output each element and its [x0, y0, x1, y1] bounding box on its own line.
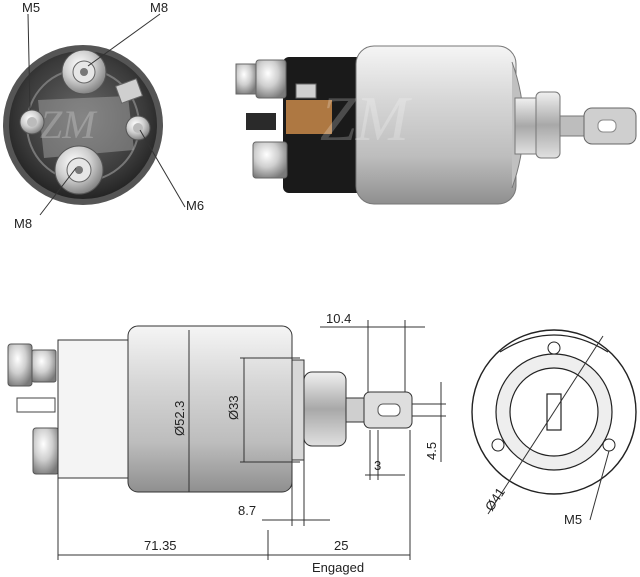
drawing-stud-bottom — [32, 427, 60, 475]
copper-terminal — [286, 100, 332, 134]
end-hole-right — [602, 438, 616, 452]
dim-slot-width: 4.5 — [424, 442, 439, 460]
plunger-neck — [559, 115, 585, 137]
plunger-collar — [514, 97, 540, 155]
logo-watermark-side: ZM — [320, 83, 413, 154]
drawing-plunger-neck — [345, 397, 365, 423]
label-m6: M6 — [186, 198, 204, 213]
m5-terminal — [19, 109, 45, 135]
stud-bottom — [252, 141, 288, 179]
dim-engaged-caption: Engaged — [312, 560, 364, 575]
drawing-cap — [57, 339, 129, 479]
side-drawing: 10.4 Ø52.3 Ø33 4.5 3 8.7 71.35 25 Engage… — [7, 311, 446, 575]
dim-engaged-length: 25 — [334, 538, 348, 553]
m8-terminal-bottom — [54, 145, 104, 195]
dim-line-41 — [487, 335, 604, 515]
m6-terminal — [125, 115, 151, 141]
leader-m8-bottom — [39, 167, 77, 216]
logo-watermark: ZM — [40, 102, 98, 147]
leader-m6 — [139, 129, 186, 208]
dim-flange-offset: 8.7 — [238, 503, 256, 518]
drawing-flange — [291, 359, 305, 461]
drawing-body — [127, 325, 293, 493]
dim-body-length: 71.35 — [144, 538, 177, 553]
terminal-bracket — [38, 96, 134, 158]
small-screw — [295, 83, 317, 99]
stud-top — [235, 59, 287, 99]
label-m8-bottom: M8 — [14, 216, 32, 231]
label-m8-top: M8 — [150, 0, 168, 15]
end-view-photo: ZM M5 M8 M8 M6 — [3, 0, 204, 231]
label-m5: M5 — [22, 0, 40, 15]
leader-m8-top — [87, 13, 161, 67]
end-hole-left — [491, 438, 505, 452]
leader-m5 — [27, 13, 31, 111]
spade-connector — [246, 113, 276, 130]
dim-thread: M5 — [564, 512, 582, 527]
dim-tab-thickness: 3 — [374, 458, 381, 473]
spade-terminal — [114, 78, 144, 104]
drawing-plunger-slot — [377, 403, 401, 417]
m8-terminal-top — [61, 49, 107, 95]
drawing-stud-top-nut — [7, 343, 33, 387]
drawing-stud-top-washer — [31, 349, 57, 383]
plunger-head — [535, 91, 561, 159]
plunger-slot — [597, 119, 617, 133]
end-hole-top — [547, 341, 561, 355]
drawing-plunger-head — [303, 371, 347, 447]
end-drawing: Ø41 M5 — [471, 329, 637, 527]
dim-plunger-diameter: Ø33 — [226, 395, 241, 420]
side-view-photo: ZM — [235, 45, 637, 205]
dim-body-diameter: Ø52.3 — [172, 401, 187, 436]
drawing-spade — [16, 397, 56, 413]
leader-m5-end — [589, 450, 610, 521]
end-top-lug — [499, 334, 609, 353]
dim-stroke-offset: 10.4 — [326, 311, 351, 326]
